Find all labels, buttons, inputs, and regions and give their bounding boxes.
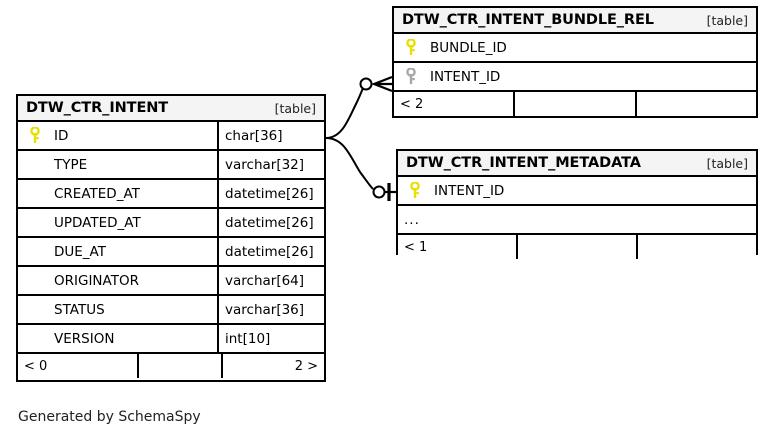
column-name-cell: CREATED_AT xyxy=(18,180,217,207)
table-row[interactable]: ORIGINATOR varchar[64] xyxy=(18,267,324,296)
column-name: ORIGINATOR xyxy=(54,272,139,289)
column-name: UPDATED_AT xyxy=(54,214,141,231)
table-title: DTW_CTR_INTENT_METADATA xyxy=(406,155,641,171)
table-row[interactable]: TYPE varchar[32] xyxy=(18,151,324,180)
parent-relation-count: < 1 xyxy=(404,239,428,255)
primary-key-icon xyxy=(24,127,46,144)
table-title: DTW_CTR_INTENT xyxy=(26,100,169,116)
table-dtw-ctr-intent[interactable]: DTW_CTR_INTENT [table] ID char[36] TYPE xyxy=(16,94,326,382)
table-footer: < 0 2 > xyxy=(18,354,324,378)
table-row[interactable]: ID char[36] xyxy=(18,122,324,151)
footer-middle-cell xyxy=(137,354,221,378)
cardinality-zero-circle xyxy=(372,185,386,199)
column-name-cell: BUNDLE_ID xyxy=(394,34,756,61)
table-footer: < 1 xyxy=(398,235,756,259)
relationship-intent-to-bundle xyxy=(325,75,393,139)
column-name-cell: INTENT_ID xyxy=(398,177,756,204)
column-name: VERSION xyxy=(54,330,115,347)
column-name-cell: INTENT_ID xyxy=(394,63,756,90)
table-row[interactable]: INTENT_ID xyxy=(398,177,756,206)
table-row[interactable]: ... xyxy=(398,206,756,235)
table-header: DTW_CTR_INTENT [table] xyxy=(18,96,324,122)
column-name-cell: VERSION xyxy=(18,325,217,352)
column-type: datetime[26] xyxy=(217,180,324,207)
table-dtw-ctr-intent-metadata[interactable]: DTW_CTR_INTENT_METADATA [table] INTENT_I… xyxy=(396,149,758,259)
column-type: int[10] xyxy=(217,325,324,352)
column-name: BUNDLE_ID xyxy=(430,39,507,56)
column-name: INTENT_ID xyxy=(434,182,505,199)
table-type-tag: [table] xyxy=(706,12,748,28)
column-name: INTENT_ID xyxy=(430,68,501,85)
column-name-cell: ORIGINATOR xyxy=(18,267,217,294)
column-type: datetime[26] xyxy=(217,238,324,265)
column-name-cell: UPDATED_AT xyxy=(18,209,217,236)
column-name: TYPE xyxy=(54,156,88,173)
column-name-cell: ID xyxy=(18,122,217,149)
column-name-cell: DUE_AT xyxy=(18,238,217,265)
column-name-cell: STATUS xyxy=(18,296,217,323)
table-row[interactable]: UPDATED_AT datetime[26] xyxy=(18,209,324,238)
table-header: DTW_CTR_INTENT_BUNDLE_REL [table] xyxy=(394,8,756,34)
column-name: ... xyxy=(404,211,420,228)
table-row[interactable]: VERSION int[10] xyxy=(18,325,324,354)
child-relation-count xyxy=(636,235,756,259)
child-relation-count xyxy=(634,92,756,116)
column-name: CREATED_AT xyxy=(54,185,140,202)
primary-key-icon xyxy=(400,39,422,56)
parent-relation-count: < 2 xyxy=(400,96,424,112)
table-dtw-ctr-intent-bundle-rel[interactable]: DTW_CTR_INTENT_BUNDLE_REL [table] BUNDLE… xyxy=(392,6,758,118)
table-row[interactable]: INTENT_ID xyxy=(394,63,756,92)
table-header: DTW_CTR_INTENT_METADATA [table] xyxy=(398,151,756,177)
column-type: varchar[64] xyxy=(217,267,324,294)
crows-foot-marker xyxy=(370,75,393,93)
table-row[interactable]: BUNDLE_ID xyxy=(394,34,756,63)
table-row[interactable]: DUE_AT datetime[26] xyxy=(18,238,324,267)
table-footer: < 2 xyxy=(394,92,756,116)
column-name: ID xyxy=(54,127,69,144)
child-relation-count: 2 > xyxy=(221,354,324,378)
table-title: DTW_CTR_INTENT_BUNDLE_REL xyxy=(402,12,654,28)
column-name: STATUS xyxy=(54,301,105,318)
table-row[interactable]: CREATED_AT datetime[26] xyxy=(18,180,324,209)
column-type: char[36] xyxy=(217,122,324,149)
table-type-tag: [table] xyxy=(274,100,316,116)
cardinality-zero-circle xyxy=(359,77,373,91)
table-row[interactable]: STATUS varchar[36] xyxy=(18,296,324,325)
column-type: datetime[26] xyxy=(217,209,324,236)
footer-middle-cell xyxy=(513,92,634,116)
parent-relation-count: < 0 xyxy=(24,358,48,374)
relationship-intent-to-metadata xyxy=(325,137,396,201)
footer-middle-cell xyxy=(516,235,636,259)
column-name: DUE_AT xyxy=(54,243,106,260)
table-type-tag: [table] xyxy=(706,155,748,171)
diagram-caption: Generated by SchemaSpy xyxy=(18,409,201,425)
column-type: varchar[32] xyxy=(217,151,324,178)
primary-key-icon xyxy=(404,182,426,199)
foreign-key-icon xyxy=(400,68,422,85)
column-type: varchar[36] xyxy=(217,296,324,323)
column-name-cell: TYPE xyxy=(18,151,217,178)
